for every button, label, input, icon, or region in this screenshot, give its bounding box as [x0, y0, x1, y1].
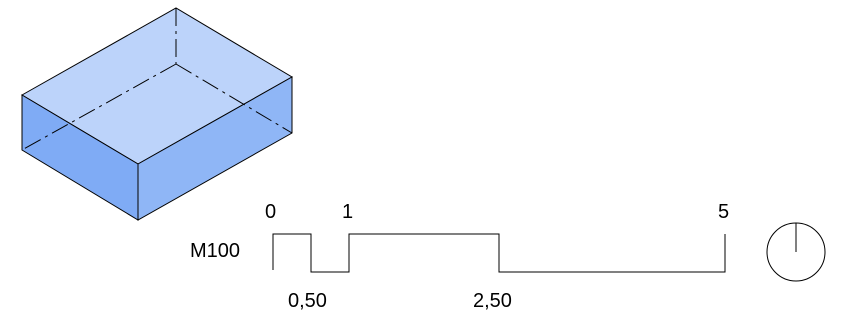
tick-label-5: 5 — [718, 201, 729, 223]
tick-label-1: 1 — [342, 201, 353, 223]
clock-icon — [766, 222, 826, 282]
tick-label-0: 0 — [265, 201, 276, 223]
box-hidden-edges — [21, 8, 293, 151]
timing-diagram: M100 0 1 5 0,50 2,50 — [190, 201, 729, 312]
tick-label-2-50: 2,50 — [473, 290, 512, 312]
signal-label: M100 — [190, 240, 240, 262]
tick-label-0-50: 0,50 — [288, 290, 327, 312]
signal-waveform — [272, 233, 726, 273]
box-3d — [21, 7, 293, 221]
